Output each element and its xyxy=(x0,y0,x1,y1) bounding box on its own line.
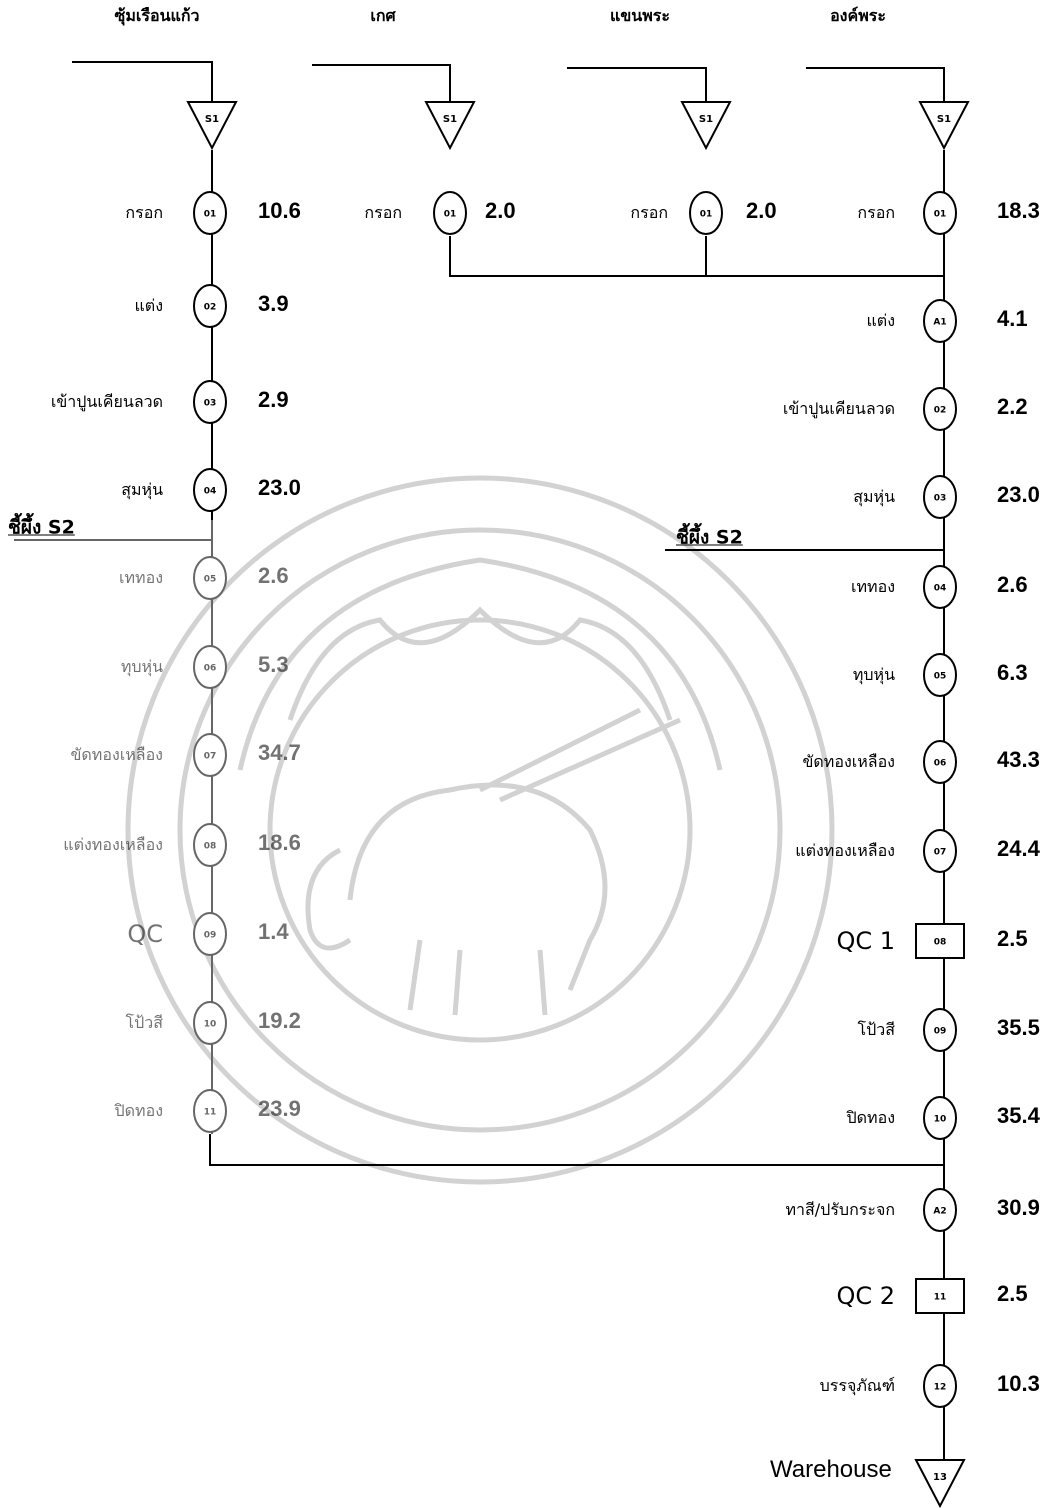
line4-step-10-label: ปิดทอง xyxy=(846,1110,895,1126)
line1-step-09-label: QC xyxy=(127,922,163,946)
header-line-1: ซุ้มเรือนแก้ว xyxy=(115,8,200,24)
line1-step-10-label: โป้วสี xyxy=(126,1015,164,1031)
line2-step-01-time: 2.0 xyxy=(485,200,516,222)
line1-step-06-time: 5.3 xyxy=(258,654,289,676)
line4-step-11-label: QC 2 xyxy=(836,1284,895,1308)
line1-step-11-time: 23.9 xyxy=(258,1098,301,1120)
header-line-3: แขนพระ xyxy=(610,8,670,24)
line4-step-02-label: เข้าปูนเคียนลวด xyxy=(783,401,895,417)
header-line-4: องค์พระ xyxy=(830,8,886,24)
line4-step-04-label: เททอง xyxy=(851,579,895,595)
line1-step-08-time: 18.6 xyxy=(258,832,301,854)
line1-step-02-label: แต่ง xyxy=(134,298,163,314)
line4-step-04-time: 2.6 xyxy=(997,574,1028,596)
line4-step-05-time: 6.3 xyxy=(997,662,1028,684)
line4-step-09-label: โป้วสี xyxy=(858,1022,896,1038)
line4-step-06-label: ขัดทองเหลือง xyxy=(802,754,895,770)
line4-step-01-time: 18.3 xyxy=(997,200,1040,222)
line1-step-08-label: แต่งทองเหลือง xyxy=(63,837,163,853)
line1-step-01-time: 10.6 xyxy=(258,200,301,222)
line3-step-01-label: กรอก xyxy=(630,205,668,221)
line4-step-A1-time: 4.1 xyxy=(997,308,1028,330)
line4-step-03-label: สุมหุ่น xyxy=(853,489,895,505)
line4-step-11-time: 2.5 xyxy=(997,1283,1028,1305)
line1-step-09-time: 1.4 xyxy=(258,921,289,943)
line1-step-03-time: 2.9 xyxy=(258,389,289,411)
line4-step-09-time: 35.5 xyxy=(997,1017,1040,1039)
line1-step-10-time: 19.2 xyxy=(258,1010,301,1032)
line4-step-A2-time: 30.9 xyxy=(997,1197,1040,1219)
line4-step-03-time: 23.0 xyxy=(997,484,1040,506)
line4-step-A1-label: แต่ง xyxy=(866,313,895,329)
line1-step-03-label: เข้าปูนเคียนลวด xyxy=(51,394,163,410)
line1-step-02-time: 3.9 xyxy=(258,293,289,315)
line1-step-05-label: เททอง xyxy=(119,570,163,586)
assembly-label-right: ชี้ผึ้ง S2 xyxy=(676,529,743,548)
line1-step-01-label: กรอก xyxy=(125,205,163,221)
header-line-2: เกศ xyxy=(370,8,395,24)
line1-step-04-time: 23.0 xyxy=(258,477,301,499)
line4-step-07-label: แต่งทองเหลือง xyxy=(795,843,895,859)
line1-step-06-label: ทุบหุ่น xyxy=(121,659,163,675)
line4-step-01-label: กรอก xyxy=(857,205,895,221)
line4-step-02-time: 2.2 xyxy=(997,396,1028,418)
line4-step-05-label: ทุบหุ่น xyxy=(853,667,895,683)
line4-step-08-label: QC 1 xyxy=(836,929,895,953)
line1-step-11-label: ปิดทอง xyxy=(114,1103,163,1119)
line4-step-06-time: 43.3 xyxy=(997,749,1040,771)
assembly-label-left: ชี้ผึ้ง S2 xyxy=(8,519,75,538)
line4-step-07-time: 24.4 xyxy=(997,838,1040,860)
line4-step-08-time: 2.5 xyxy=(997,928,1028,950)
line4-step-12-label: บรรจุภัณฑ์ xyxy=(820,1378,895,1394)
line4-step-10-time: 35.4 xyxy=(997,1105,1040,1127)
line4-step-A2-label: ทาสี/ปรับกระจก xyxy=(785,1202,895,1218)
line3-step-01-time: 2.0 xyxy=(746,200,777,222)
line1-step-07-time: 34.7 xyxy=(258,742,301,764)
line2-step-01-label: กรอก xyxy=(364,205,402,221)
line4-step-12-time: 10.3 xyxy=(997,1373,1040,1395)
line1-step-05-time: 2.6 xyxy=(258,565,289,587)
warehouse-label: Warehouse xyxy=(770,1458,892,1482)
line1-step-04-label: สุมหุ่น xyxy=(121,482,163,498)
line1-step-07-label: ขัดทองเหลือง xyxy=(70,747,163,763)
